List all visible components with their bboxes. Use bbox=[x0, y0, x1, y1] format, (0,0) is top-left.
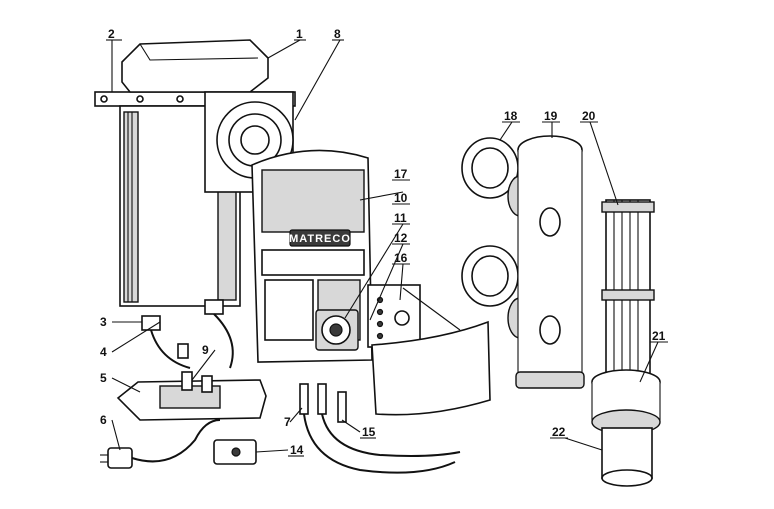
leader-lines bbox=[111, 39, 659, 453]
callout-21: 21 bbox=[652, 329, 666, 343]
callout-7: 7 bbox=[284, 415, 291, 429]
electrode-sleeve bbox=[601, 427, 653, 487]
callout-22: 22 bbox=[552, 425, 566, 439]
callout-14: 14 bbox=[290, 443, 304, 457]
callout-2: 2 bbox=[108, 27, 115, 41]
probe-cables bbox=[299, 383, 461, 474]
callout-12: 12 bbox=[394, 231, 408, 245]
callout-19: 19 bbox=[544, 109, 558, 123]
cell-body bbox=[515, 135, 585, 389]
callout-18: 18 bbox=[504, 109, 518, 123]
union-fitting-top bbox=[461, 137, 533, 217]
callout-16: 16 bbox=[394, 251, 408, 265]
callout-17: 17 bbox=[394, 167, 408, 181]
callout-3: 3 bbox=[100, 315, 107, 329]
union-fitting-bottom bbox=[461, 245, 533, 339]
callout-9: 9 bbox=[202, 343, 209, 357]
brand-logo: MATRECO bbox=[289, 233, 351, 245]
callout-8: 8 bbox=[334, 27, 341, 41]
base-terminal-block bbox=[116, 371, 267, 421]
power-plug bbox=[100, 419, 221, 469]
callout-11: 11 bbox=[394, 211, 407, 225]
display-knob bbox=[315, 309, 359, 351]
callout-5: 5 bbox=[100, 371, 107, 385]
callout-10: 10 bbox=[394, 191, 408, 205]
callout-4: 4 bbox=[100, 345, 107, 359]
top-cover bbox=[121, 39, 269, 93]
cable-harness bbox=[141, 299, 234, 369]
callout-20: 20 bbox=[582, 109, 596, 123]
rear-housing bbox=[119, 105, 241, 307]
callout-labels: 1 2 3 4 5 6 7 8 9 10 11 12 14 15 16 17 1… bbox=[100, 27, 666, 457]
electrode-head bbox=[591, 369, 661, 435]
connector-block bbox=[213, 439, 257, 465]
electrode-plates bbox=[601, 199, 655, 391]
callout-15: 15 bbox=[362, 425, 376, 439]
callout-6: 6 bbox=[100, 413, 107, 427]
callout-1: 1 bbox=[296, 27, 303, 41]
front-housing: MATRECO bbox=[251, 149, 373, 363]
curved-front-panel bbox=[371, 320, 491, 416]
callout-underlines bbox=[106, 39, 668, 457]
